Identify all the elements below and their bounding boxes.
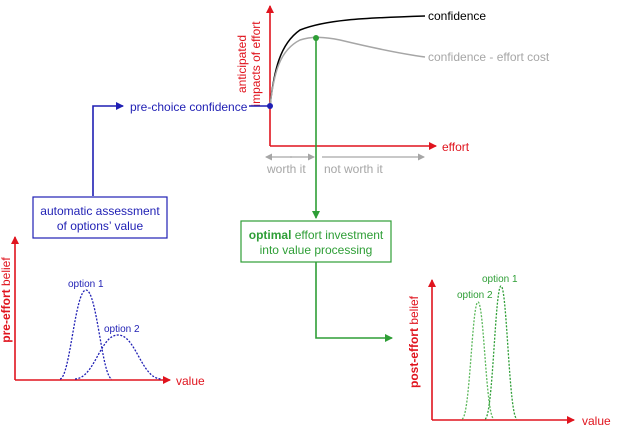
assessment-box [32, 196, 168, 239]
pre-effort-plot: pre-effort belief value option 1 option … [0, 236, 205, 388]
optimal-to-post-arrow [315, 262, 393, 342]
post-plot-ylabel-rest: belief [407, 295, 421, 328]
assessment-box-text: automatic assessment of options’ value [33, 204, 167, 234]
optimal-box-text: optimal effort investment into value pro… [241, 228, 391, 258]
net-value-curve [269, 36, 426, 107]
net-value-curve-label: confidence - effort cost [428, 50, 550, 64]
pre-plot-xlabel: value [176, 374, 205, 388]
pre-choice-confidence-point [267, 103, 273, 109]
assessment-line1: automatic assessment [40, 204, 160, 218]
not-worth-it-label: not worth it [324, 162, 383, 176]
post-option1-curve [484, 285, 518, 420]
worth-it-label: worth it [266, 162, 306, 176]
optimal-line1: optimal effort investment [241, 228, 391, 243]
confidence-curve [269, 15, 426, 107]
pre-plot-ylabel-rest: belief [0, 257, 13, 290]
pre-option1-curve [59, 289, 113, 380]
post-plot-xlabel: value [582, 414, 611, 428]
optimal-box [240, 220, 392, 263]
pre-plot-ylabel: pre-effort belief [0, 257, 13, 343]
effort-plot-ylabel-line2: impacts of effort [249, 21, 263, 107]
confidence-curve-label: confidence [428, 9, 486, 23]
post-option2-curve [461, 301, 495, 420]
post-option2-label: option 2 [457, 290, 493, 301]
post-effort-plot: post-effort belief value option 2 option… [407, 274, 611, 428]
effort-plot-xlabel: effort [442, 140, 470, 154]
pre-option2-label: option 2 [104, 324, 140, 335]
pre-choice-confidence-label: pre-choice confidence [130, 100, 248, 114]
effort-plot: anticipated impacts of effort effort con… [235, 5, 550, 176]
post-plot-ylabel-bold: post-effort [407, 328, 421, 388]
post-plot-ylabel: post-effort belief [407, 295, 421, 388]
pre-option2-curve [74, 334, 162, 380]
effort-plot-ylabel-line1: anticipated [235, 35, 249, 93]
pre-option1-label: option 1 [68, 279, 104, 290]
assessment-line2: of options’ value [56, 219, 144, 233]
optimal-line1-rest: effort investment [291, 228, 384, 242]
assessment-to-confidence-arrow [92, 102, 124, 196]
pre-plot-ylabel-bold: pre-effort [0, 289, 13, 342]
optimal-bold: optimal [248, 228, 292, 242]
post-option1-label: option 1 [482, 274, 518, 285]
optimal-line2: into value processing [259, 243, 373, 257]
